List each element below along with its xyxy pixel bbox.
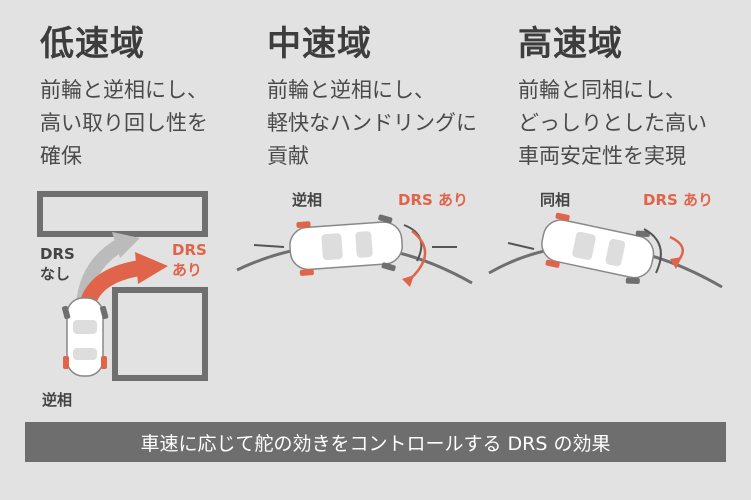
column-high-speed: 高速域 前輪と同相にし、 どっしりとした高い 車両安定性を実現 bbox=[518, 22, 707, 173]
corner-block bbox=[112, 287, 208, 381]
orange-arrowhead bbox=[135, 252, 168, 284]
footer-caption: 車速に応じて舵の効きをコントロールする DRS の効果 bbox=[140, 432, 611, 455]
high-speed-title: 高速域 bbox=[518, 24, 623, 64]
low-drs-off-label: DRS なし bbox=[40, 245, 75, 283]
low-speed-description: 前輪と逆相にし、 高い取り回し性を 確保 bbox=[40, 78, 208, 168]
upper-wall bbox=[37, 191, 208, 237]
mid-speed-diagram bbox=[236, 214, 473, 287]
direction-line-left bbox=[253, 244, 285, 248]
car-top-view bbox=[541, 212, 655, 284]
car-top-view bbox=[289, 214, 403, 276]
high-drs-on-label: DRS あり bbox=[643, 191, 714, 209]
low-speed-diagram bbox=[37, 191, 208, 381]
gray-arrowhead bbox=[112, 232, 140, 258]
mid-drs-on-label: DRS あり bbox=[398, 191, 469, 209]
mid-phase-label: 逆相 bbox=[292, 191, 323, 209]
car-top-view bbox=[61, 297, 109, 377]
footer-banner: 車速に応じて舵の効きをコントロールする DRS の効果 bbox=[25, 422, 726, 462]
low-speed-title: 低速域 bbox=[40, 24, 145, 64]
mid-speed-title: 中速域 bbox=[267, 24, 372, 64]
low-drs-on-label: DRS あり bbox=[172, 241, 207, 279]
low-phase-label: 逆相 bbox=[42, 391, 73, 409]
direction-line-left bbox=[507, 242, 535, 250]
rotation-arrowhead-orange bbox=[670, 257, 682, 269]
high-phase-label: 同相 bbox=[540, 191, 571, 209]
column-mid-speed: 中速域 前輪と逆相にし、 軽快なハンドリングに 貢献 bbox=[267, 22, 477, 173]
mid-speed-description: 前輪と逆相にし、 軽快なハンドリングに 貢献 bbox=[267, 78, 477, 168]
high-speed-description: 前輪と同相にし、 どっしりとした高い 車両安定性を実現 bbox=[518, 78, 707, 168]
high-speed-diagram bbox=[488, 212, 723, 289]
rotation-arrow-gray bbox=[643, 228, 662, 274]
column-low-speed: 低速域 前輪と逆相にし、 高い取り回し性を 確保 bbox=[40, 22, 208, 173]
rotation-arrowhead-orange bbox=[402, 275, 414, 287]
